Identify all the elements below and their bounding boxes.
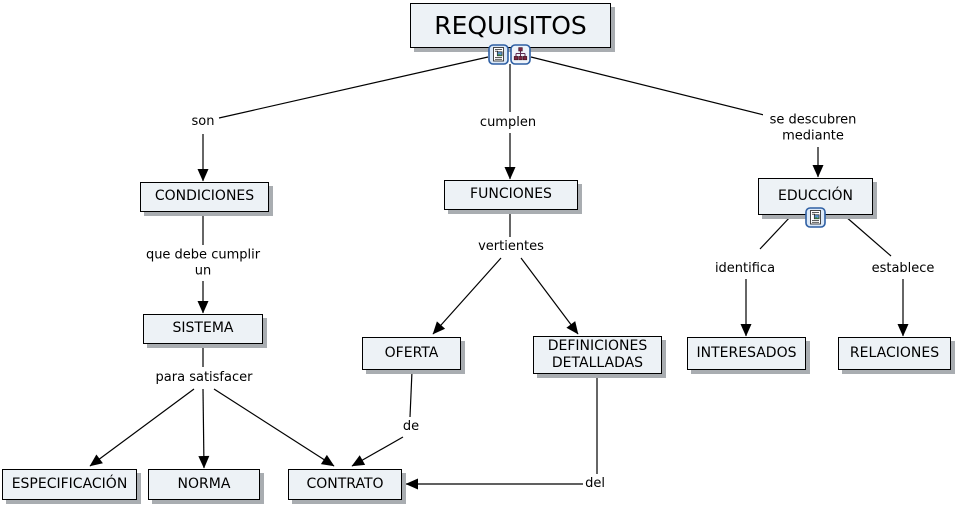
phrase-de[interactable]: de [400, 419, 422, 435]
node-relaciones[interactable]: RELACIONES [838, 337, 951, 370]
phrase-son[interactable]: son [189, 114, 217, 130]
edge-line [759, 215, 792, 250]
node-norma[interactable]: NORMA [148, 469, 260, 500]
node-condiciones[interactable]: CONDICIONES [140, 182, 269, 212]
document-image-icon[interactable] [805, 207, 826, 228]
edge-line [198, 388, 210, 469]
edge-line [351, 436, 404, 467]
phrase-establece[interactable]: establece [869, 261, 937, 277]
concept-map-icon[interactable] [510, 44, 531, 65]
phrase-del[interactable]: del [583, 476, 607, 492]
node-interesados[interactable]: INTERESADOS [687, 337, 806, 370]
edge-line [844, 215, 892, 257]
edge-line [409, 370, 413, 418]
node-especificacion[interactable]: ESPECIFICACIÓN [2, 469, 137, 500]
educcion-resource-icons [805, 207, 826, 228]
edge-line [530, 56, 769, 117]
edge-line [89, 388, 195, 467]
phrase-para-satisfacer[interactable]: para satisfacer [153, 370, 255, 386]
requisitos-resource-icons [488, 44, 531, 65]
node-funciones[interactable]: FUNCIONES [444, 180, 578, 210]
phrase-cumplen[interactable]: cumplen [477, 115, 539, 131]
phrase-que-debe-cumplir-un[interactable]: que debe cumplir un [143, 247, 263, 279]
phrase-vertientes[interactable]: vertientes [476, 239, 546, 255]
edge-line [218, 56, 489, 119]
node-oferta[interactable]: OFERTA [362, 337, 461, 370]
node-requisitos[interactable]: REQUISITOS [410, 3, 611, 48]
phrase-se-descubren-mediante[interactable]: se descubren mediante [763, 112, 863, 144]
node-sistema[interactable]: SISTEMA [143, 314, 263, 344]
edge-line [520, 257, 579, 335]
phrase-identifica[interactable]: identifica [712, 261, 778, 277]
edge-line [213, 388, 335, 467]
document-image-icon[interactable] [488, 44, 509, 65]
edge-line [432, 257, 502, 335]
edges [89, 56, 909, 490]
node-definiciones-detalladas[interactable]: DEFINICIONES DETALLADAS [533, 336, 662, 374]
node-contrato[interactable]: CONTRATO [288, 469, 402, 500]
